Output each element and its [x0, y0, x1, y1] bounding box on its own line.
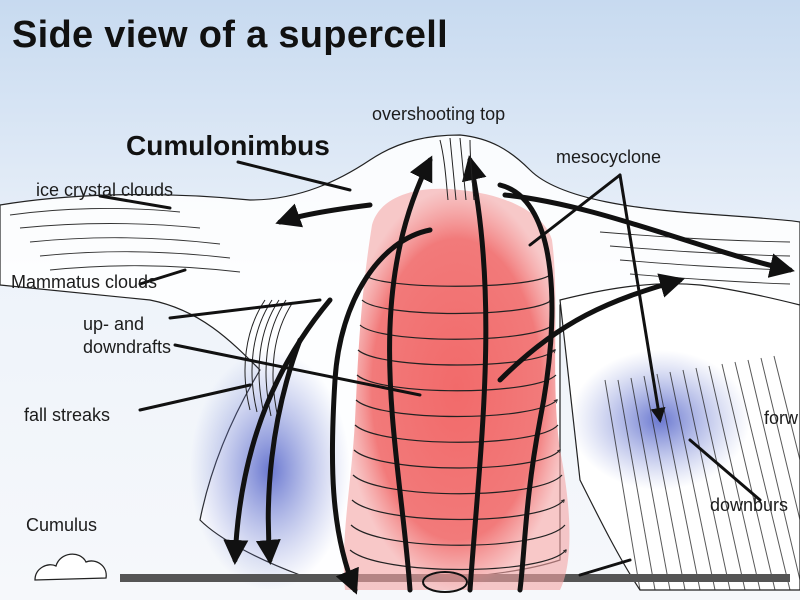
- label-downburst: downburs: [710, 495, 789, 515]
- updraft-core: [343, 188, 570, 591]
- cumulus-cloud-shape: [34, 553, 107, 581]
- label-mammatus-clouds: Mammatus clouds: [11, 272, 158, 292]
- mesocyclone-spiral: [349, 274, 566, 571]
- label-ice-crystal-clouds: ice crystal clouds: [36, 180, 174, 200]
- label-overshooting-top: overshooting top: [372, 104, 506, 124]
- label-fall-streaks: fall streaks: [24, 405, 111, 425]
- overshooting-top-lines: [439, 137, 475, 201]
- rain-streaks: [604, 355, 800, 591]
- label-updrafts-line2: downdrafts: [83, 337, 172, 357]
- label-cumulonimbus: Cumulonimbus: [126, 130, 330, 161]
- label-mesocyclone: mesocyclone: [556, 147, 662, 167]
- leader-lines: [98, 160, 762, 577]
- diagram-title: Side view of a supercell: [12, 14, 448, 56]
- base-rotation: [422, 571, 468, 593]
- label-cumulus: Cumulus: [26, 515, 98, 535]
- label-forward: forw: [764, 408, 799, 428]
- anvil-texture: [9, 208, 791, 285]
- label-updrafts-line1: up- and: [83, 314, 145, 334]
- airflow-arrows: [223, 155, 795, 595]
